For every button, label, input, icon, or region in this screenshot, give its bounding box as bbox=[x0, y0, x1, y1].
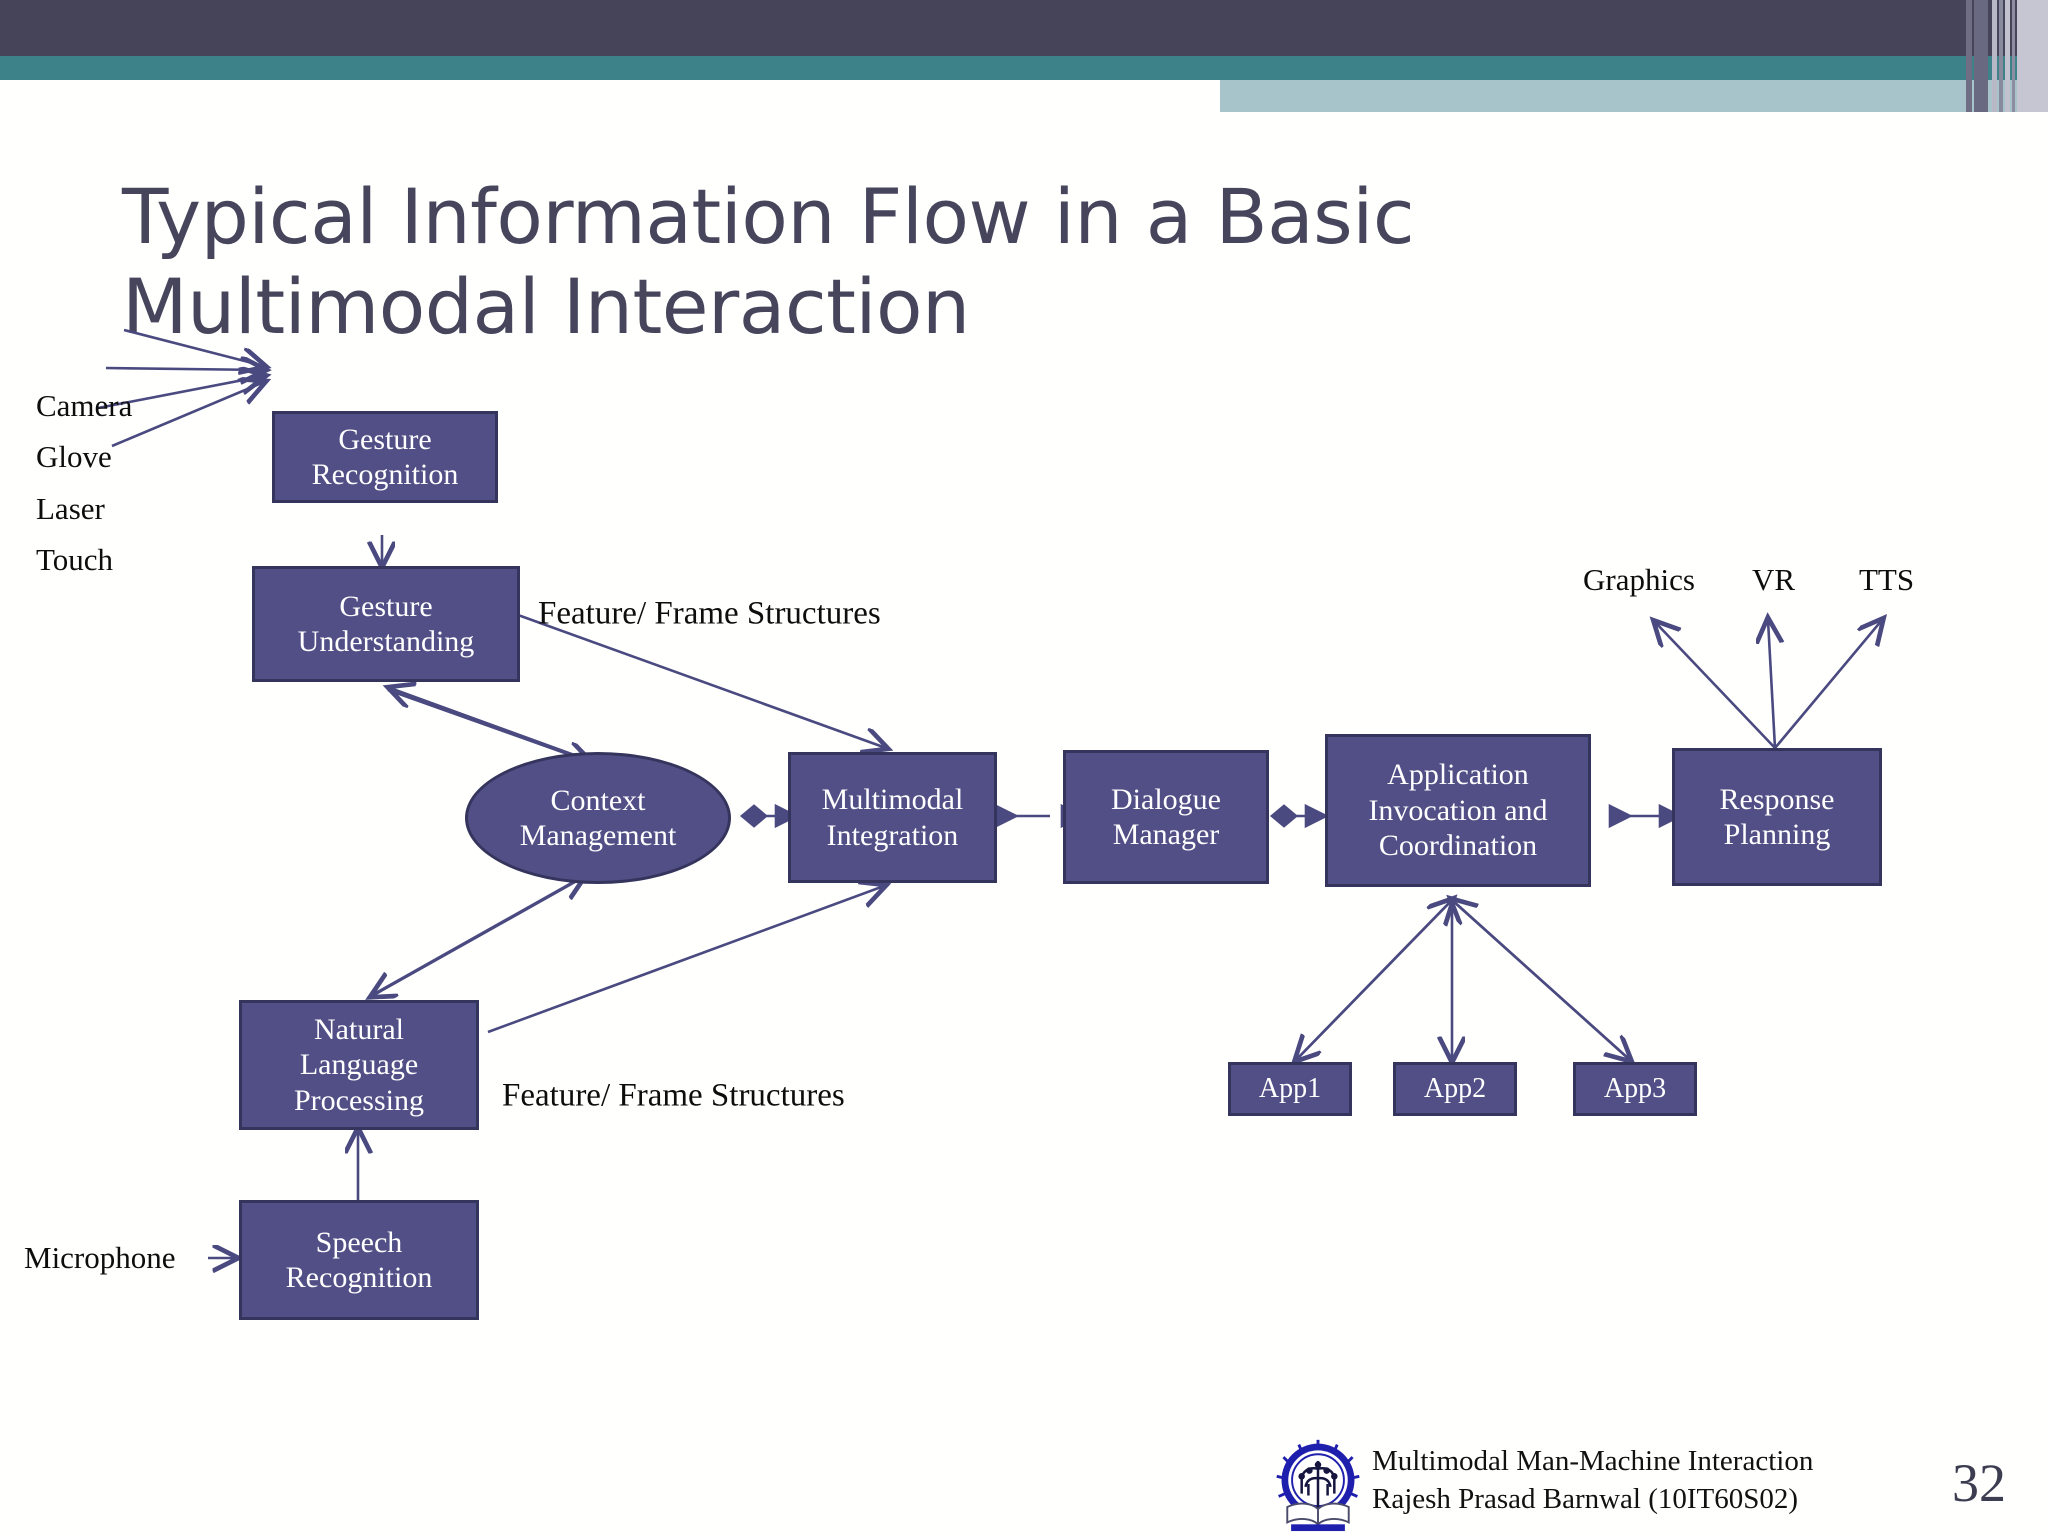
node-gesture-recognition[interactable]: Gesture Recognition bbox=[272, 411, 498, 503]
accent-stripe-6 bbox=[2012, 0, 2015, 112]
node-application-invocation[interactable]: Application Invocation and Coordination bbox=[1325, 734, 1591, 887]
accent-stripe-2 bbox=[1974, 0, 1988, 112]
node-speech-recognition[interactable]: Speech Recognition bbox=[239, 1200, 479, 1320]
output-label-graphics: Graphics bbox=[1583, 562, 1695, 597]
accent-stripe-5 bbox=[2005, 0, 2010, 112]
node-natural-language-processing[interactable]: Natural Language Processing bbox=[239, 1000, 479, 1130]
output-label-vr: VR bbox=[1752, 562, 1796, 597]
input-label-touch: Touch bbox=[36, 542, 114, 577]
input-label-camera: Camera bbox=[36, 388, 133, 423]
node-dialogue-manager[interactable]: Dialogue Manager bbox=[1063, 750, 1269, 884]
node-context-management[interactable]: Context Management bbox=[465, 752, 731, 884]
edge-label-gesture-features: Feature/ Frame Structures bbox=[538, 595, 881, 632]
iit-kharagpur-logo-icon bbox=[1276, 1439, 1360, 1532]
footer-line-2: Rajesh Prasad Barnwal (10IT60S02) bbox=[1372, 1483, 1799, 1516]
node-response-planning[interactable]: Response Planning bbox=[1672, 748, 1882, 886]
node-gesture-understanding[interactable]: Gesture Understanding bbox=[252, 566, 520, 682]
input-label-glove: Glove bbox=[36, 439, 112, 474]
header-band-dark bbox=[0, 0, 2048, 56]
output-label-tts: TTS bbox=[1859, 562, 1915, 597]
node-app1[interactable]: App1 bbox=[1228, 1062, 1352, 1116]
header-band-teal-right bbox=[1220, 56, 2048, 80]
node-app3[interactable]: App3 bbox=[1573, 1062, 1697, 1116]
footer-line-1: Multimodal Man-Machine Interaction bbox=[1372, 1445, 1814, 1477]
accent-stripe-3 bbox=[1992, 0, 1997, 112]
node-app2[interactable]: App2 bbox=[1393, 1062, 1517, 1116]
input-label-laser: Laser bbox=[36, 491, 105, 526]
page-number: 32 bbox=[1952, 1453, 2006, 1513]
edge-label-speech-features: Feature/ Frame Structures bbox=[502, 1077, 845, 1114]
node-multimodal-integration[interactable]: Multimodal Integration bbox=[788, 752, 997, 883]
accent-stripe-1 bbox=[1966, 0, 1972, 112]
accent-stripe-7 bbox=[2017, 0, 2048, 112]
page-title: Typical Information Flow in a Basic Mult… bbox=[122, 172, 1415, 351]
header-band-light bbox=[1220, 80, 2048, 112]
accent-stripe-4 bbox=[1999, 0, 2003, 112]
input-label-microphone: Microphone bbox=[24, 1240, 176, 1275]
